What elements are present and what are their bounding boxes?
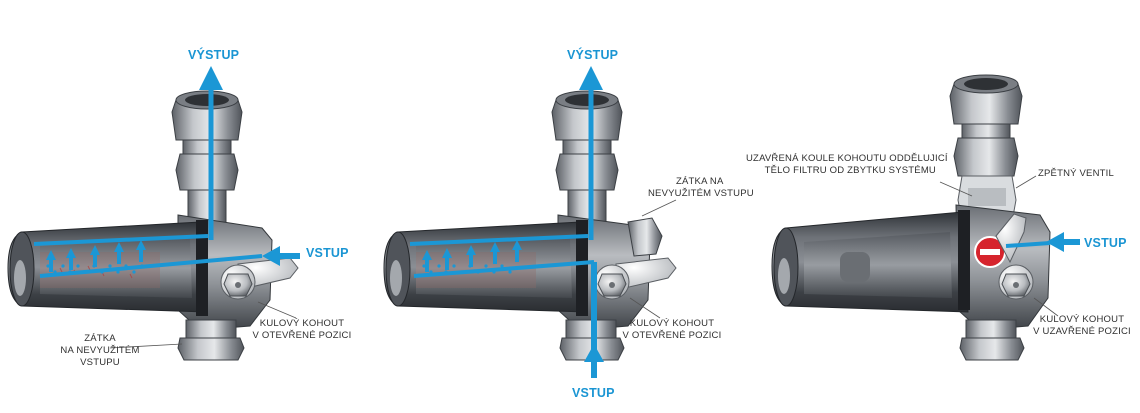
side-plug (627, 217, 663, 257)
closed-ball-label-line: TĚLO FILTRU OD ZBYTKU SYSTÉMU (764, 165, 936, 176)
bottom-plug (177, 337, 245, 361)
valve-label-line: KULOVÝ KOHOUT (1039, 314, 1125, 325)
inlet-label: VSTUP (306, 246, 349, 260)
outlet-label: VÝSTUP (188, 48, 240, 62)
valve-label: KULOVÝ KOHOUT V OTEVŘENÉ POZICI (620, 318, 724, 342)
panel-1-artwork (7, 66, 300, 361)
valve-label: KULOVÝ KOHOUT V OTEVŘENÉ POZICI (250, 318, 354, 342)
plug-label-line: VSTUPU (80, 357, 120, 368)
plug-label-line: NEVYUŽITÉM VSTUPU (648, 188, 754, 199)
panel-3-artwork (771, 74, 1080, 361)
plug-label-line: ZÁTKA (84, 333, 116, 344)
plug-label-line: NA NEVYUŽITÉM (60, 345, 140, 356)
inlet-label: VSTUP (572, 386, 615, 400)
inlet-label: VSTUP (1084, 236, 1127, 250)
plug-label-line: ZÁTKA NA (676, 176, 724, 187)
valve-label-line: KULOVÝ KOHOUT (259, 318, 345, 329)
valve-label-line: V UZAVŘENÉ POZICI (1033, 326, 1131, 337)
outlet-label: VÝSTUP (567, 48, 619, 62)
plug-label: ZÁTKA NA NEVYUŽITÉM VSTUPU (648, 176, 754, 200)
outlet-hex-nut (175, 153, 239, 191)
valve-label: KULOVÝ KOHOUT V UZAVŘENÉ POZICI (1030, 314, 1134, 338)
panel-2-artwork (383, 66, 677, 378)
closed-ball-label: UZAVŘENÁ KOULE KOHOUTU ODDĚLUJICÍ TĚLO F… (746, 153, 948, 177)
closed-ball-label-line: UZAVŘENÁ KOULE KOHOUTU ODDĚLUJICÍ (746, 153, 948, 164)
valve-label-line: V OTEVŘENÉ POZICI (622, 330, 722, 341)
valve-label-line: V OTEVŘENÉ POZICI (252, 330, 352, 341)
check-valve-label: ZPĚTNÝ VENTIL (1038, 168, 1114, 179)
valve-label-line: KULOVÝ KOHOUT (629, 318, 715, 329)
plug-label: ZÁTKA NA NEVYUŽITÉM VSTUPU (50, 333, 150, 369)
outlet-arrow-head (199, 66, 223, 90)
inlet-arrow-head (262, 246, 280, 266)
